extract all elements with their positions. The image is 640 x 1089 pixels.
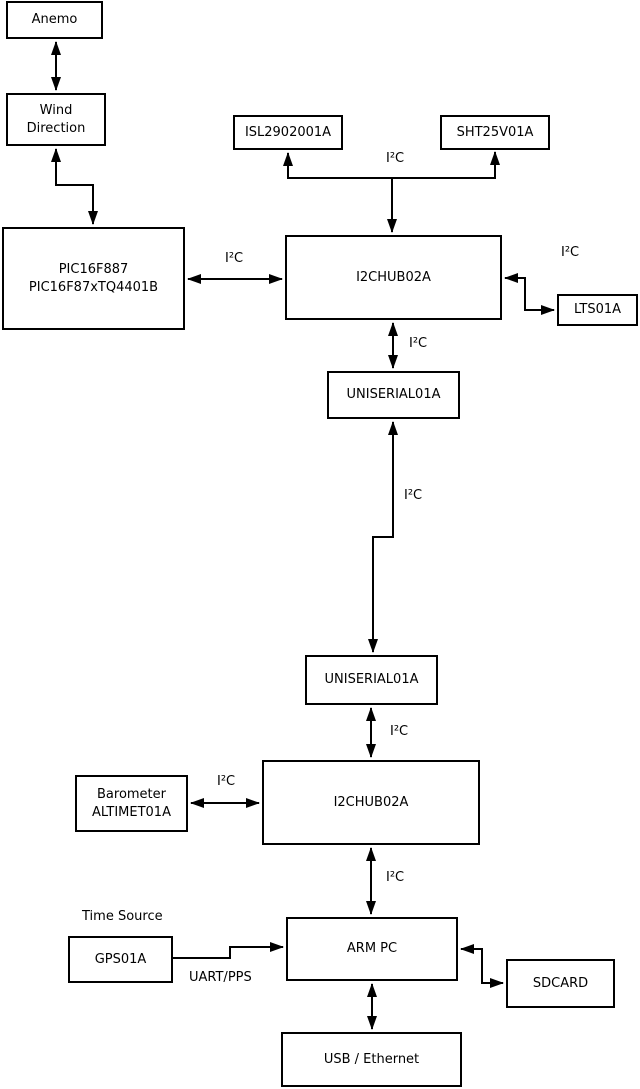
node-i2chub02a-upper-label: I2CHUB02A — [356, 269, 431, 285]
node-arm-pc-label: ARM PC — [346, 941, 398, 956]
node-wind-direction: Wind Direction — [6, 93, 106, 146]
node-anemo-label: Anemo — [31, 12, 78, 27]
edge-label-i2c-sensor-bus: I²C — [386, 151, 405, 166]
edge-uniserial1-uniserial2 — [368, 421, 398, 653]
edge-label-i2c-hub1-uniserial: I²C — [409, 336, 428, 351]
node-usb-ethernet-label: USB / Ethernet — [323, 1051, 420, 1067]
edge-label-i2c-barometer: I²C — [217, 774, 236, 789]
edge-label-uart-pps: UART/PPS — [189, 970, 252, 985]
node-sht25v01a: SHT25V01A — [440, 115, 550, 150]
node-barometer-altimet01a: Barometer ALTIMET01A — [75, 775, 188, 832]
node-uniserial01a-lower: UNISERIAL01A — [305, 655, 438, 705]
node-barometer-line1: Barometer — [97, 786, 166, 802]
node-sdcard: SDCARD — [506, 959, 615, 1008]
edge-winddirection-pic — [51, 148, 98, 225]
edge-hub1-lts — [504, 273, 555, 315]
node-pic16f887-line2: PIC16F87xTQ4401B — [28, 279, 159, 295]
edge-gps-armpc — [173, 942, 284, 959]
edge-label-i2c-pic-hub: I²C — [225, 251, 244, 266]
node-lts01a-label: LTS01A — [573, 302, 622, 317]
node-pic16f887: PIC16F887 PIC16F87xTQ4401B — [2, 227, 185, 330]
edge-label-i2c-lts: I²C — [561, 245, 580, 260]
node-sht25v01a-label: SHT25V01A — [456, 124, 534, 140]
node-barometer-line2: ALTIMET01A — [92, 804, 171, 820]
node-uniserial01a-upper: UNISERIAL01A — [327, 371, 460, 419]
edge-label-i2c-uniserial-link: I²C — [404, 488, 423, 503]
node-usb-ethernet: USB / Ethernet — [281, 1032, 462, 1087]
node-i2chub02a-lower: I2CHUB02A — [262, 760, 480, 845]
node-anemo: Anemo — [6, 1, 103, 39]
node-isl2902001a-label: ISL2902001A — [244, 124, 332, 140]
edge-label-time-source: Time Source — [82, 909, 163, 924]
node-gps01a: GPS01A — [68, 936, 173, 983]
node-wind-direction-line2: Direction — [26, 120, 86, 136]
edge-label-i2c-hub2-arm: I²C — [386, 870, 405, 885]
edge-label-i2c-uniserial-hub2: I²C — [390, 724, 409, 739]
node-sdcard-label: SDCARD — [532, 975, 589, 991]
node-i2chub02a-lower-label: I2CHUB02A — [333, 794, 409, 810]
node-gps01a-label: GPS01A — [94, 951, 147, 967]
node-i2chub02a-upper: I2CHUB02A — [285, 235, 502, 320]
node-isl2902001a: ISL2902001A — [233, 115, 343, 150]
node-wind-direction-line1: Wind — [39, 102, 73, 118]
node-arm-pc: ARM PC — [286, 917, 458, 981]
edge-armpc-sdcard — [460, 944, 504, 988]
node-uniserial01a-lower-label: UNISERIAL01A — [324, 672, 419, 687]
node-pic16f887-line1: PIC16F887 — [58, 261, 129, 277]
node-uniserial01a-upper-label: UNISERIAL01A — [346, 387, 441, 402]
node-lts01a: LTS01A — [557, 294, 638, 326]
